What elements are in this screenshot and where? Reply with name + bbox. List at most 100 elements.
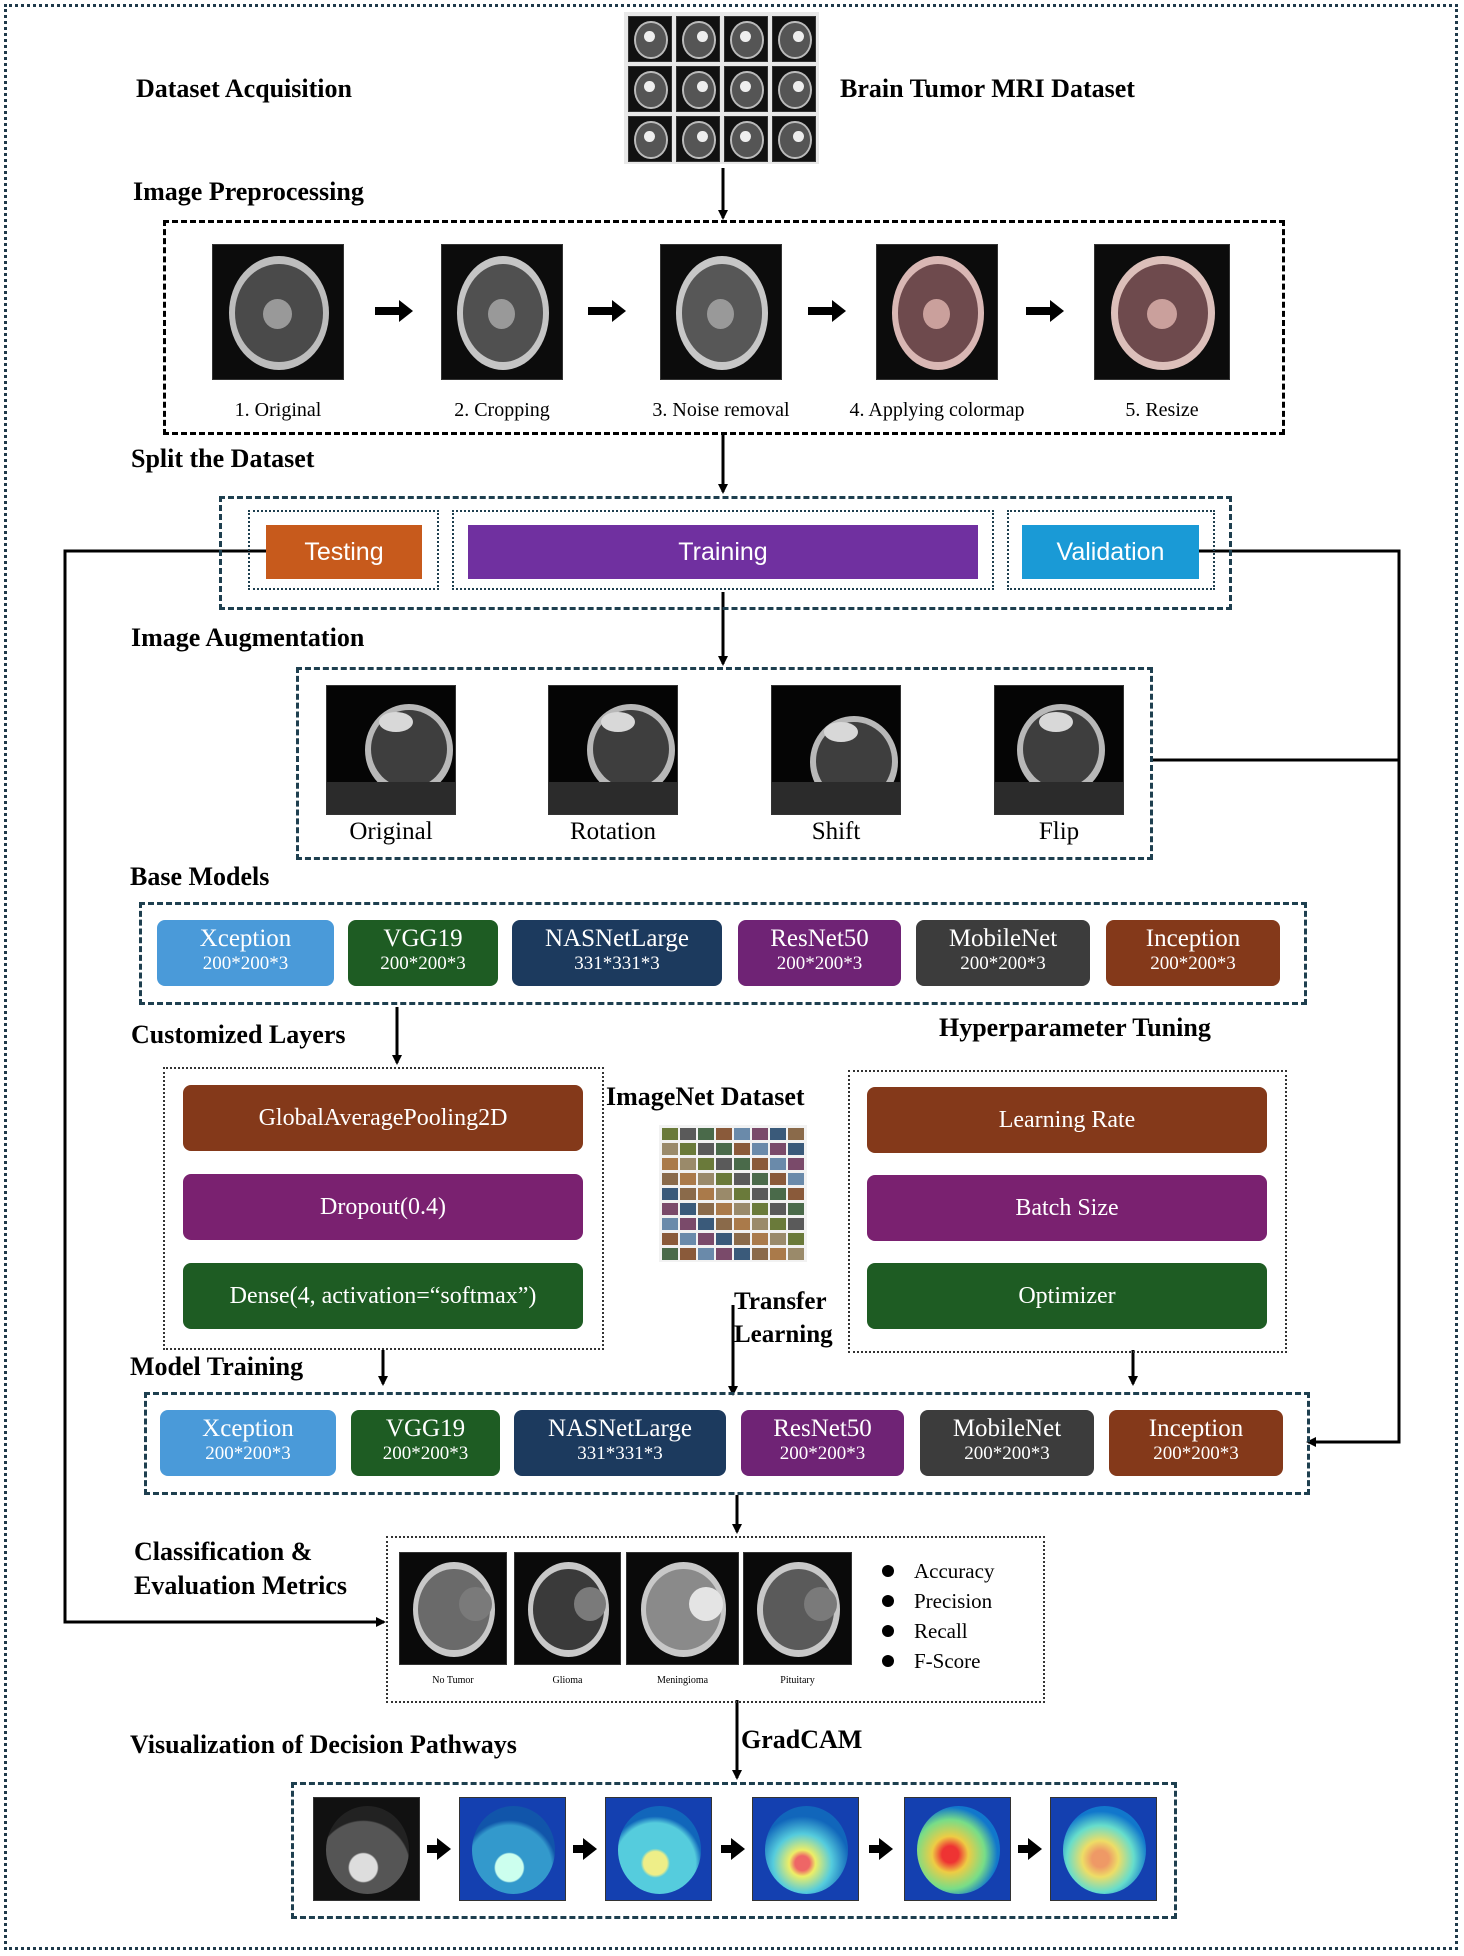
customized-layers-heading: Customized Layers	[131, 1020, 346, 1049]
imagenet-tile	[770, 1188, 786, 1200]
imagenet-tile	[734, 1203, 750, 1215]
imagenet-tile	[734, 1128, 750, 1140]
bullet-icon	[882, 1595, 894, 1607]
bullet-icon	[882, 1655, 894, 1667]
imagenet-tile	[770, 1203, 786, 1215]
mri-thumbnail	[676, 116, 720, 162]
imagenet-tile	[734, 1233, 750, 1245]
classification-heading-1: Classification &	[134, 1537, 313, 1566]
transfer-learning-label-2: Learning	[734, 1321, 833, 1348]
validation-subbox	[1007, 510, 1215, 590]
model-input-dims: 200*200*3	[960, 953, 1046, 974]
model-name: MobileNet	[948, 925, 1058, 952]
imagenet-tile	[788, 1233, 804, 1245]
right-arrow-icon	[869, 1838, 893, 1860]
gradcam-heading: GradCAM	[741, 1725, 863, 1754]
custom-layer-box: Dropout(0.4)	[183, 1174, 583, 1240]
imagenet-tile	[680, 1248, 696, 1260]
class-example-image	[626, 1552, 739, 1665]
imagenet-tile	[716, 1128, 732, 1140]
split-box	[219, 496, 1232, 610]
metric-item: Recall	[882, 1619, 994, 1643]
model-input-dims: 200*200*3	[205, 1443, 291, 1464]
right-arrow-icon	[1026, 300, 1064, 322]
model-input-dims: 200*200*3	[776, 953, 863, 974]
model-name: Xception	[202, 1415, 294, 1442]
preprocessing-step-image	[660, 244, 782, 380]
right-arrow-icon	[721, 1838, 745, 1860]
hyperparameter-box	[848, 1070, 1287, 1353]
model-name: Inception	[1148, 1415, 1244, 1442]
mri-thumbnail	[772, 16, 816, 62]
imagenet-tile	[662, 1233, 678, 1245]
gradcam-heatmap-image	[459, 1797, 566, 1901]
mri-thumbnail	[676, 66, 720, 112]
preprocessing-step-label: 3. Noise removal	[652, 399, 790, 421]
imagenet-tile	[680, 1203, 696, 1215]
bullet-icon	[882, 1565, 894, 1577]
bullet-icon	[882, 1625, 894, 1637]
imagenet-tile	[770, 1248, 786, 1260]
imagenet-tile	[680, 1173, 696, 1185]
model-name: NASNetLarge	[548, 1415, 692, 1442]
preprocessing-step-label: 5. Resize	[1125, 399, 1199, 421]
model-name: NASNetLarge	[545, 925, 689, 952]
visualization-heading: Visualization of Decision Pathways	[130, 1730, 517, 1759]
custom-layer-box: Dense(4, activation=“softmax”)	[183, 1263, 583, 1329]
imagenet-tile	[752, 1128, 768, 1140]
dataset-name-heading: Brain Tumor MRI Dataset	[840, 74, 1135, 103]
class-label: Glioma	[552, 1675, 583, 1686]
imagenet-tile	[770, 1158, 786, 1170]
model-input-dims: 200*200*3	[202, 953, 289, 974]
model-input-dims: 331*331*3	[577, 1443, 663, 1464]
right-arrow-icon	[808, 300, 846, 322]
preprocessing-step-label: 4. Applying colormap	[849, 399, 1025, 421]
imagenet-tile	[716, 1248, 732, 1260]
mri-thumbnail	[676, 16, 720, 62]
imagenet-tile	[716, 1188, 732, 1200]
imagenet-tile	[662, 1248, 678, 1260]
imagenet-tile	[716, 1218, 732, 1230]
mri-thumbnail	[628, 116, 672, 162]
right-arrow-icon	[573, 1838, 597, 1860]
imagenet-tile	[698, 1218, 714, 1230]
training-subbox	[452, 510, 994, 590]
class-label: Pituitary	[780, 1675, 815, 1686]
imagenet-tile	[734, 1143, 750, 1155]
imagenet-tile	[680, 1143, 696, 1155]
augmentation-image	[326, 685, 456, 815]
testing-to-classification-line	[63, 549, 386, 1627]
model-name: ResNet50	[773, 1415, 872, 1442]
mri-thumbnail	[724, 16, 768, 62]
class-label: No Tumor	[432, 1675, 474, 1686]
imagenet-tile	[788, 1248, 804, 1260]
hyperparameter-box: Batch Size	[867, 1175, 1267, 1241]
imagenet-tile	[662, 1143, 678, 1155]
model-name: Inception	[1145, 925, 1241, 952]
imagenet-tile	[662, 1188, 678, 1200]
imagenet-tile	[698, 1143, 714, 1155]
image-preprocessing-heading: Image Preprocessing	[133, 177, 364, 206]
class-example-image	[399, 1552, 507, 1665]
imagenet-tile	[752, 1248, 768, 1260]
imagenet-tile	[716, 1173, 732, 1185]
imagenet-tile	[680, 1218, 696, 1230]
model-input-dims: 200*200*3	[779, 1443, 866, 1464]
preprocessing-step-image	[876, 244, 998, 380]
imagenet-tile	[752, 1158, 768, 1170]
imagenet-tile	[662, 1218, 678, 1230]
mri-thumbnail	[772, 66, 816, 112]
model-training-box	[144, 1392, 1310, 1495]
testing-label: Testing	[266, 525, 422, 579]
imagenet-mosaic	[659, 1125, 807, 1262]
right-arrow-icon	[588, 300, 626, 322]
metric-item: Accuracy	[882, 1559, 994, 1583]
imagenet-tile	[752, 1218, 768, 1230]
augmentation-label: Flip	[1038, 818, 1080, 845]
